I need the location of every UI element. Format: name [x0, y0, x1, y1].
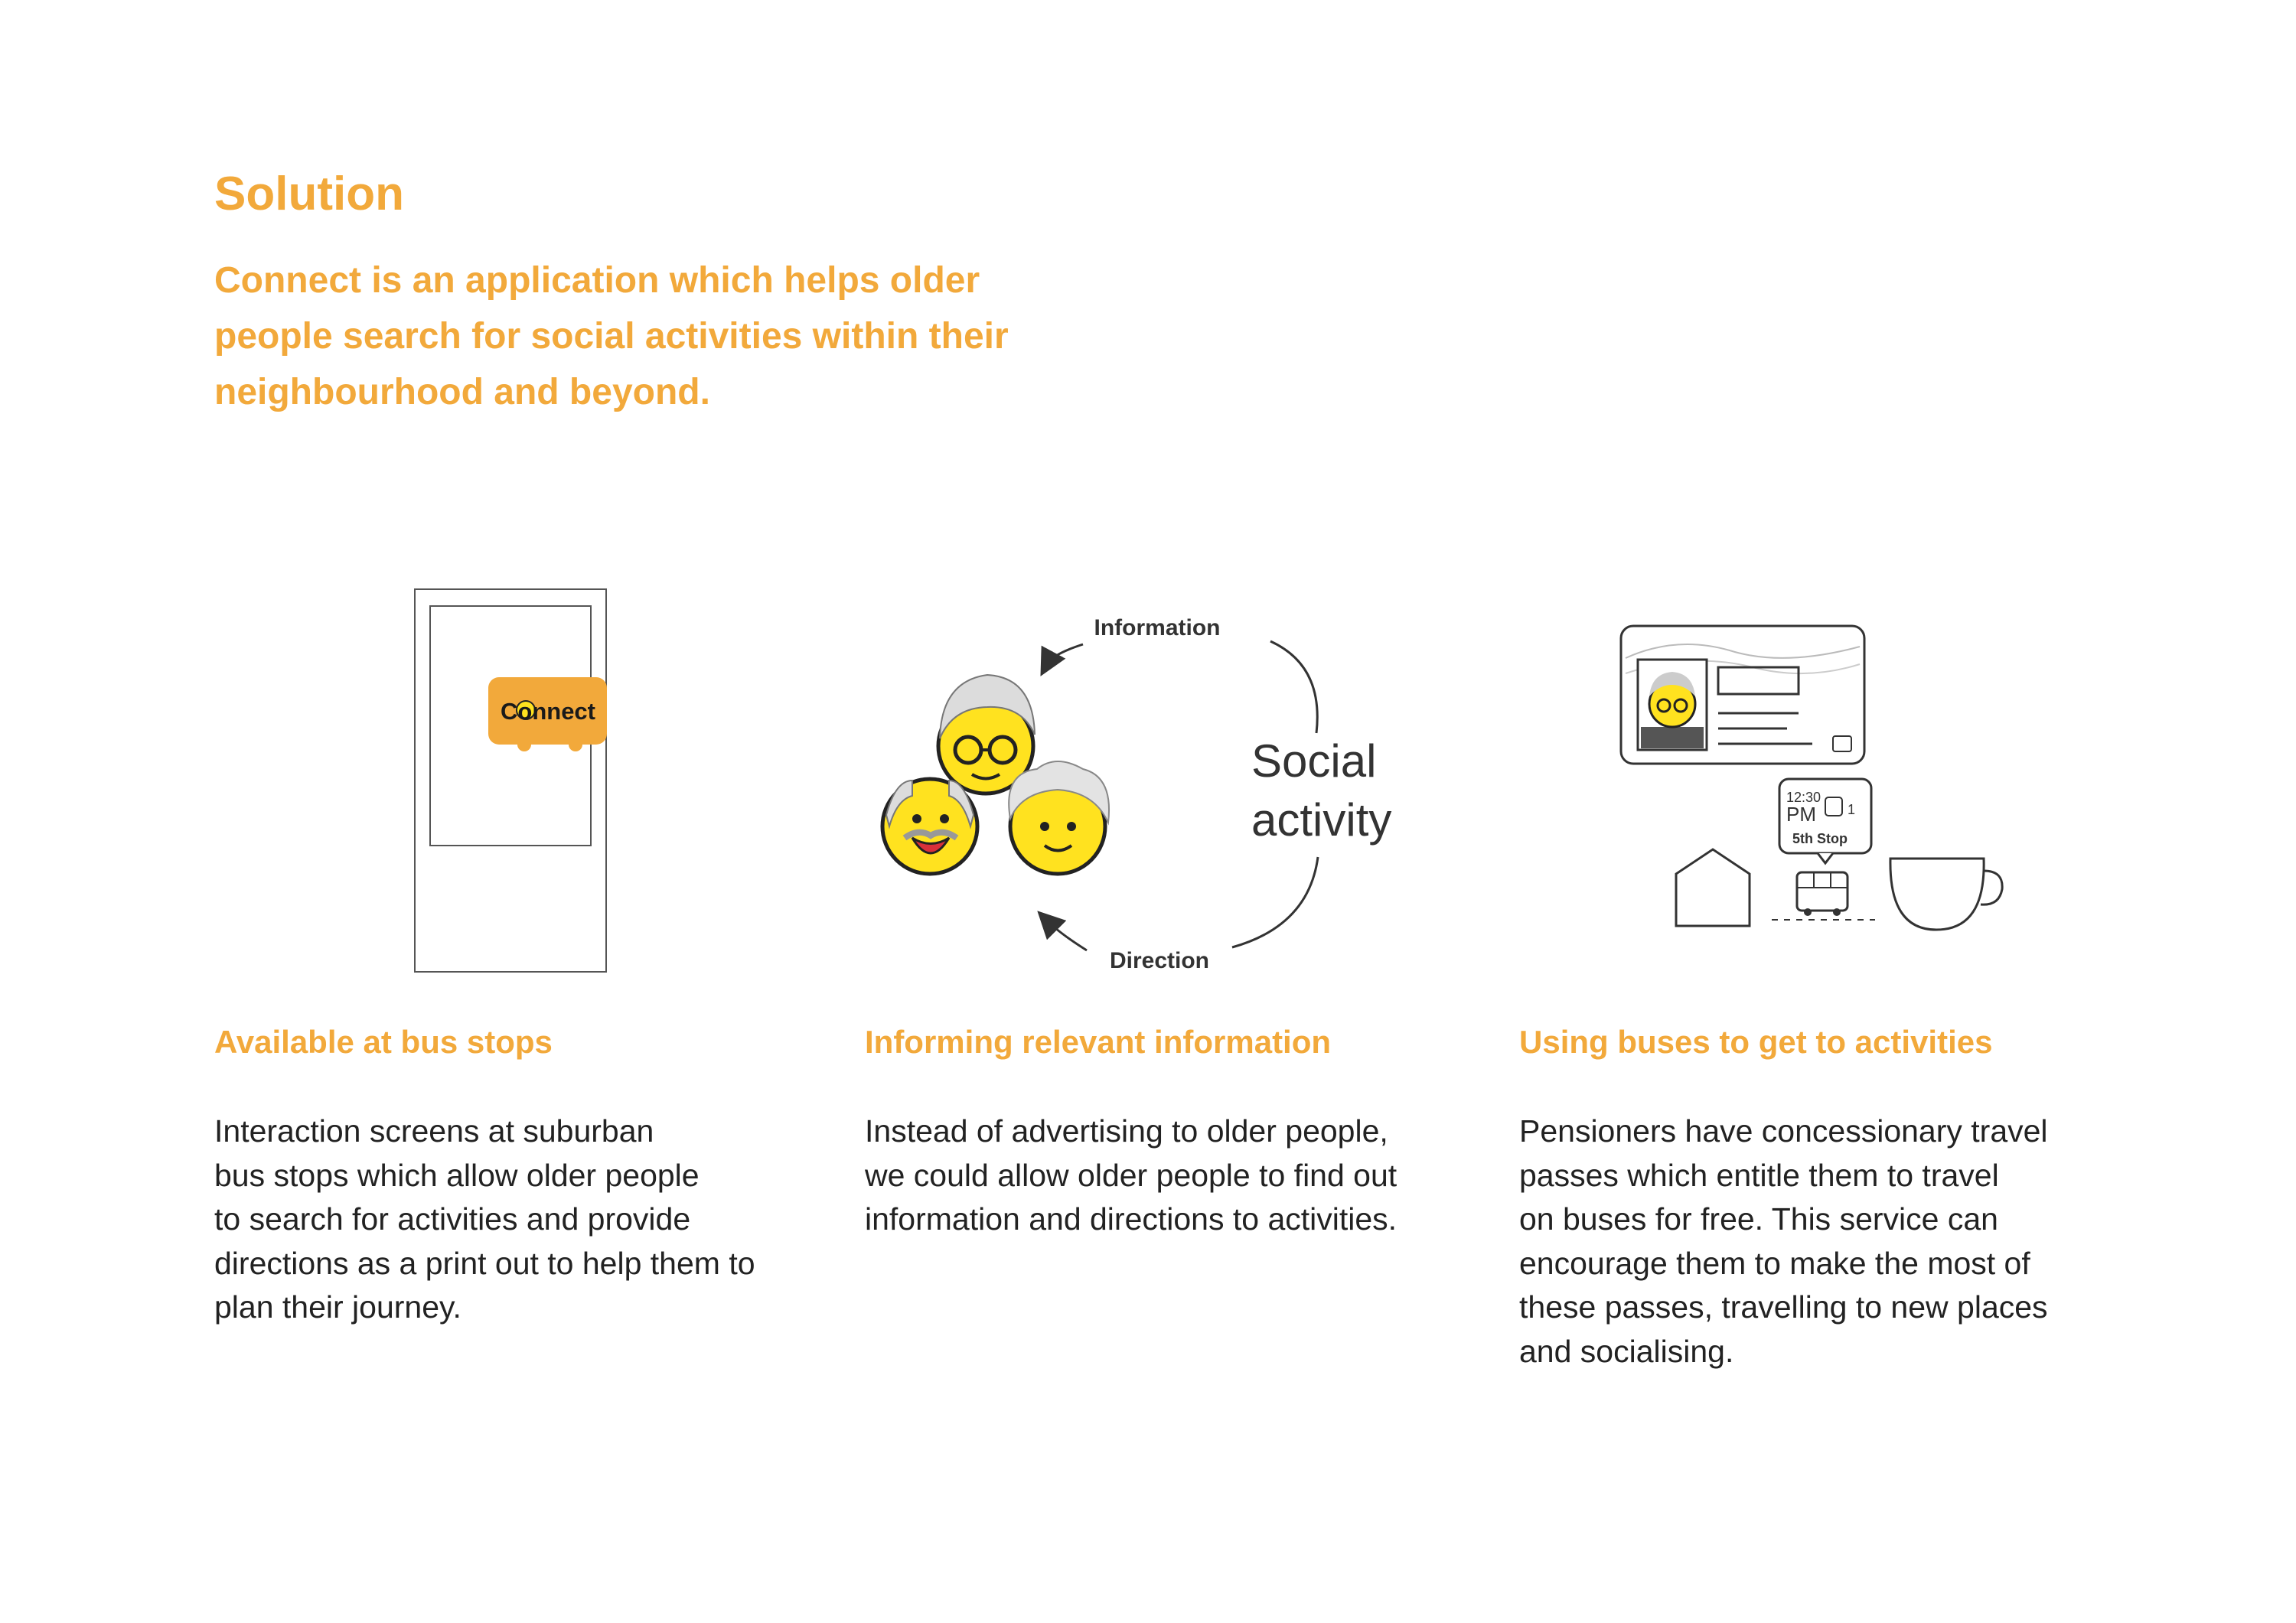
connect-bus-logo: Connect	[488, 677, 607, 751]
house-icon	[1675, 848, 1751, 927]
coffee-cup-icon	[1889, 857, 2004, 931]
social-activity-line2: activity	[1251, 794, 1391, 846]
column-heading-information: Informing relevant information	[865, 1024, 1332, 1060]
stop-count: 1	[1848, 802, 1855, 817]
body-line: Pensioners have concessionary travel	[1519, 1113, 2048, 1149]
social-activity-line1: Social	[1251, 735, 1376, 787]
bus-arrival-speech-bubble: 12:30 PM 1 5th Stop	[1778, 777, 1873, 865]
lead-line: neighbourhood and beyond.	[214, 372, 710, 412]
body-line: directions as a print out to help them t…	[214, 1245, 755, 1281]
arrow-top-left	[1040, 643, 1084, 676]
column-heading-bus-stops: Available at bus stops	[214, 1024, 553, 1060]
column-body-bus-stops: Interaction screens at suburban bus stop…	[214, 1110, 755, 1330]
concession-card-icon	[1619, 624, 1866, 765]
arrival-ampm: PM	[1786, 803, 1816, 826]
social-activity-cycle-illustration: Information Direction Social activity	[880, 615, 1391, 973]
page-title: Solution	[214, 168, 404, 220]
body-line: and socialising.	[1519, 1333, 1734, 1369]
body-line: encourage them to make the most of	[1519, 1245, 2030, 1281]
body-line: Interaction screens at suburban	[214, 1113, 654, 1149]
connect-logo-text: Connect	[501, 698, 595, 725]
body-line: we could allow older people to find out	[865, 1157, 1397, 1193]
bus-stop-frame	[414, 588, 607, 973]
arrival-time: 12:30	[1786, 790, 1821, 805]
column-body-buses: Pensioners have concessionary travel pas…	[1519, 1110, 2048, 1374]
body-line: these passes, travelling to new places	[1519, 1289, 2048, 1325]
body-line: plan their journey.	[214, 1289, 461, 1325]
bus-pass-journey-illustration: 12:30 PM 1 5th Stop	[1619, 624, 2004, 931]
arrow-bottom-left	[1037, 911, 1088, 952]
body-line: passes which entitle them to travel	[1519, 1157, 1999, 1193]
smiley-icon	[516, 700, 536, 720]
bus-icon	[1795, 871, 1849, 916]
arrow-top	[1270, 640, 1319, 734]
lead-line: people search for social activities with…	[214, 316, 1009, 357]
cycle-label-information: Information	[1094, 615, 1221, 640]
elderly-face-glasses-icon	[936, 673, 1035, 796]
body-line: on buses for free. This service can	[1519, 1201, 1998, 1237]
cycle-label-direction: Direction	[1110, 948, 1209, 973]
elderly-face-curly-hair-icon	[1008, 761, 1110, 876]
stop-label: 5th Stop	[1792, 831, 1848, 846]
body-line: to search for activities and provide	[214, 1201, 691, 1237]
column-heading-buses: Using buses to get to activities	[1519, 1024, 1993, 1060]
elderly-face-moustache-icon	[880, 777, 980, 876]
bus-body	[488, 677, 607, 745]
column-body-information: Instead of advertising to older people, …	[865, 1110, 1397, 1242]
body-line: Instead of advertising to older people,	[865, 1113, 1388, 1149]
body-line: information and directions to activities…	[865, 1201, 1397, 1237]
bus-stop-screen-illustration: Connect	[414, 588, 607, 973]
lead-paragraph: Connect is an application which helps ol…	[214, 253, 1133, 420]
small-bus-icon	[1825, 797, 1843, 816]
lead-line: Connect is an application which helps ol…	[214, 260, 980, 301]
body-line: bus stops which allow older people	[214, 1157, 700, 1193]
arrow-bottom	[1231, 856, 1319, 949]
